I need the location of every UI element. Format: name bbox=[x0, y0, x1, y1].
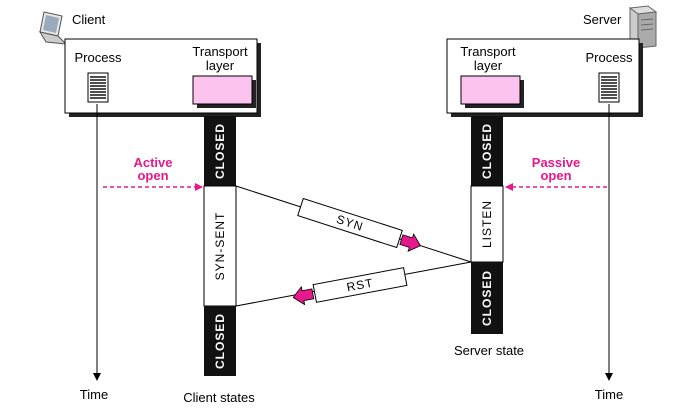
server-state-listen-label: LISTEN bbox=[480, 200, 494, 248]
server-tower-icon bbox=[628, 5, 658, 49]
server-transport-label-line2: layer bbox=[474, 58, 503, 73]
server-state-closed-2 bbox=[471, 262, 503, 334]
client-title: Client bbox=[72, 12, 106, 27]
client-state-closed-1 bbox=[204, 116, 236, 186]
rst-segment-label: RST bbox=[345, 276, 374, 295]
passive-open-label-line1: Passive bbox=[532, 155, 580, 170]
syn-direction-arrow-icon bbox=[399, 233, 421, 252]
client-states-label: Client states bbox=[183, 390, 255, 405]
server-transport-label-line1: Transport bbox=[460, 44, 516, 59]
client-transport-box bbox=[192, 75, 253, 105]
active-open-label-line1: Active bbox=[133, 155, 172, 170]
server-process-label: Process bbox=[586, 50, 633, 65]
client-state-syn-sent bbox=[203, 185, 237, 307]
client-process-label: Process bbox=[75, 50, 122, 65]
client-transport-label-line2: layer bbox=[206, 58, 235, 73]
server-state-label: Server state bbox=[454, 343, 524, 358]
client-state-syn-sent-label: SYN-SENT bbox=[213, 212, 227, 281]
rst-direction-arrow-icon bbox=[292, 285, 315, 306]
laptop-icon bbox=[38, 11, 68, 45]
client-time-label: Time bbox=[80, 387, 108, 402]
server-title: Server bbox=[583, 12, 622, 27]
server-transport-box bbox=[460, 75, 521, 105]
client-state-closed-2-label: CLOSED bbox=[213, 313, 227, 369]
document-icon bbox=[87, 72, 109, 103]
client-state-closed-1-label: CLOSED bbox=[213, 123, 227, 179]
passive-open-label-line2: open bbox=[540, 168, 571, 183]
client-transport-label-line1: Transport bbox=[192, 44, 248, 59]
client-state-closed-2 bbox=[204, 306, 236, 376]
server-state-closed-1-label: CLOSED bbox=[480, 123, 494, 179]
document-icon bbox=[598, 72, 620, 103]
server-state-closed-1 bbox=[471, 116, 503, 186]
server-state-closed-2-label: CLOSED bbox=[480, 270, 494, 326]
syn-segment: SYN bbox=[297, 197, 421, 252]
active-open-label-line2: open bbox=[137, 168, 168, 183]
rst-segment: RST bbox=[292, 267, 408, 306]
server-state-listen bbox=[470, 185, 504, 263]
server-time-label: Time bbox=[595, 387, 623, 402]
